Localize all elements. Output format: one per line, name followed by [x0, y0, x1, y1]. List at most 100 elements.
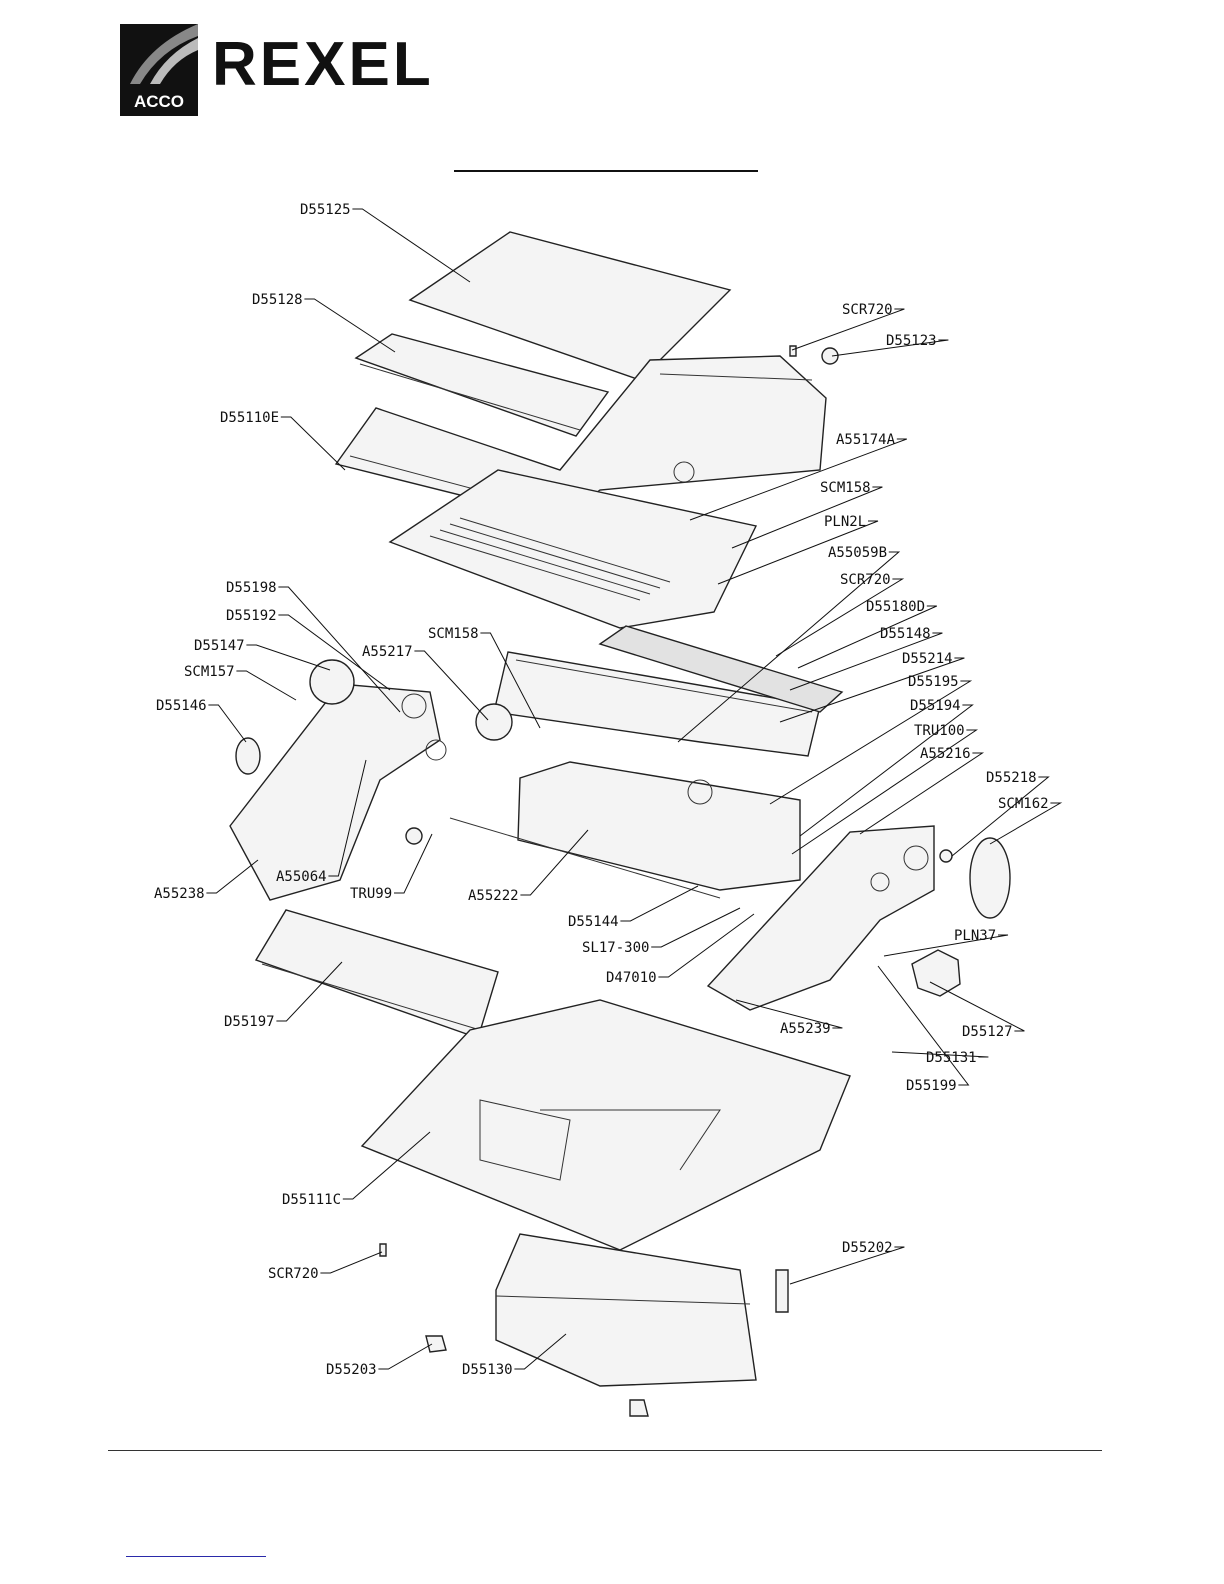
part-label-a55222: A55222: [468, 888, 519, 904]
leader-line-d55147: [246, 644, 331, 671]
leader-line-d55192: [278, 614, 391, 691]
leader-line-d55111c: [342, 1131, 431, 1200]
part-label-d55123: D55123: [886, 333, 937, 349]
part-label-d47010: D47010: [606, 970, 657, 986]
leader-line-d55127: [929, 981, 1025, 1032]
part-top-plate: [598, 625, 844, 713]
title-underline: [454, 170, 758, 172]
leader-line-d55110e: [280, 416, 346, 471]
part-label-scr720: SCR720: [840, 572, 891, 588]
leader-line-d55214: [779, 657, 965, 723]
part-label-a55238: A55238: [154, 886, 205, 902]
leader-line-a55174a: [689, 438, 907, 521]
part-label-d55198: D55198: [226, 580, 277, 596]
part-label-d55180d: D55180D: [866, 599, 925, 615]
part-label-a55239: A55239: [780, 1021, 831, 1037]
leader-line-scm158: [480, 632, 541, 729]
leader-line-d55195: [769, 680, 973, 805]
part-label-d55111c: D55111C: [282, 1192, 341, 1208]
leader-line-d55180d: [797, 605, 938, 669]
leader-line-a55238: [206, 859, 259, 894]
part-label-sl17-300: SL17-300: [582, 940, 649, 956]
part-label-d55128: D55128: [252, 292, 303, 308]
part-small-clips: [379, 345, 839, 1417]
part-top-cover: [408, 231, 732, 381]
part-label-tru99: TRU99: [350, 886, 392, 902]
leader-line-d55203: [378, 1343, 433, 1370]
part-label-d55146: D55146: [156, 698, 207, 714]
leader-line-scr720: [775, 578, 905, 657]
part-left-gears: [235, 659, 513, 845]
leader-line-scm157: [236, 670, 297, 701]
rexel-logo-text: REXEL: [212, 30, 434, 99]
part-base: [360, 999, 851, 1251]
part-label-d55144: D55144: [568, 914, 619, 930]
part-label-a55059b: A55059B: [828, 545, 887, 561]
acco-swoosh-icon: [130, 24, 198, 84]
leader-line-d55123: [831, 339, 949, 357]
leader-line-a55222: [520, 829, 589, 896]
part-label-scm158: SCM158: [428, 626, 479, 642]
leader-line-d55148: [789, 632, 943, 691]
leader-line-d55125: [352, 208, 471, 283]
part-label-a55217: A55217: [362, 644, 413, 660]
leader-line-a55059b: [677, 551, 901, 743]
leader-line-tru100: [791, 729, 979, 855]
part-comb-bar: [493, 651, 821, 757]
part-label-d55197: D55197: [224, 1014, 275, 1030]
part-label-scr720: SCR720: [268, 1266, 319, 1282]
part-label-d55218: D55218: [986, 770, 1037, 786]
leader-line-d55131: [891, 1051, 989, 1058]
part-label-d55194: D55194: [910, 698, 961, 714]
leader-line-a55064: [328, 759, 367, 877]
part-left-side-frame: [229, 683, 447, 901]
acco-logo-text: ACCO: [133, 92, 185, 111]
part-label-a55174a: A55174A: [836, 432, 896, 448]
part-label-d55192: D55192: [226, 608, 277, 624]
part-waste-tray: [254, 909, 499, 1039]
part-label-a55064: A55064: [276, 869, 327, 885]
part-label-scm157: SCM157: [184, 664, 235, 680]
leader-line-pln37: [883, 934, 1009, 957]
part-label-scr720: SCR720: [842, 302, 893, 318]
leader-line-d55194: [799, 704, 974, 837]
leader-line-a55216: [859, 752, 985, 835]
part-label-d55125: D55125: [300, 202, 351, 218]
part-right-knob: [911, 837, 1011, 997]
footer-link-underline: [126, 1556, 266, 1557]
leader-line-d55199: [877, 965, 970, 1086]
part-label-d55202: D55202: [842, 1240, 893, 1256]
leader-line-scr720: [320, 1251, 383, 1274]
part-punch-mechanism: [449, 761, 801, 899]
part-label-d55203: D55203: [326, 1362, 377, 1378]
leader-line-a55217: [414, 650, 489, 721]
leader-line-tru99: [394, 833, 433, 894]
part-label-tru100: TRU100: [914, 723, 965, 739]
part-label-a55216: A55216: [920, 746, 971, 762]
part-label-d55110e: D55110E: [220, 410, 279, 426]
part-label-d55131: D55131: [926, 1050, 977, 1066]
leader-line-d55218: [951, 776, 1050, 857]
part-label-d55199: D55199: [906, 1078, 957, 1094]
part-label-d55147: D55147: [194, 638, 245, 654]
part-label-d55148: D55148: [880, 626, 931, 642]
leader-line-d55197: [276, 961, 343, 1022]
leader-line-d55128: [304, 298, 396, 353]
part-label-d55130: D55130: [462, 1362, 513, 1378]
part-label-d55195: D55195: [908, 674, 959, 690]
part-comb-plate: [388, 469, 758, 629]
leader-line-d55146: [208, 704, 247, 743]
part-label-scm162: SCM162: [998, 796, 1049, 812]
leader-line-pln2l: [717, 520, 879, 585]
leader-line-a55239: [735, 999, 843, 1029]
part-label-pln2l: PLN2L: [824, 514, 866, 530]
part-label-scm158: SCM158: [820, 480, 871, 496]
leader-line-d47010: [658, 913, 755, 978]
leader-line-d55144: [620, 885, 699, 922]
leader-line-scr720: [791, 308, 905, 351]
leader-line-sl17-300: [651, 907, 741, 948]
leader-line-d55202: [789, 1246, 905, 1285]
part-label-d55214: D55214: [902, 651, 953, 667]
leader-line-d55130: [514, 1333, 567, 1370]
